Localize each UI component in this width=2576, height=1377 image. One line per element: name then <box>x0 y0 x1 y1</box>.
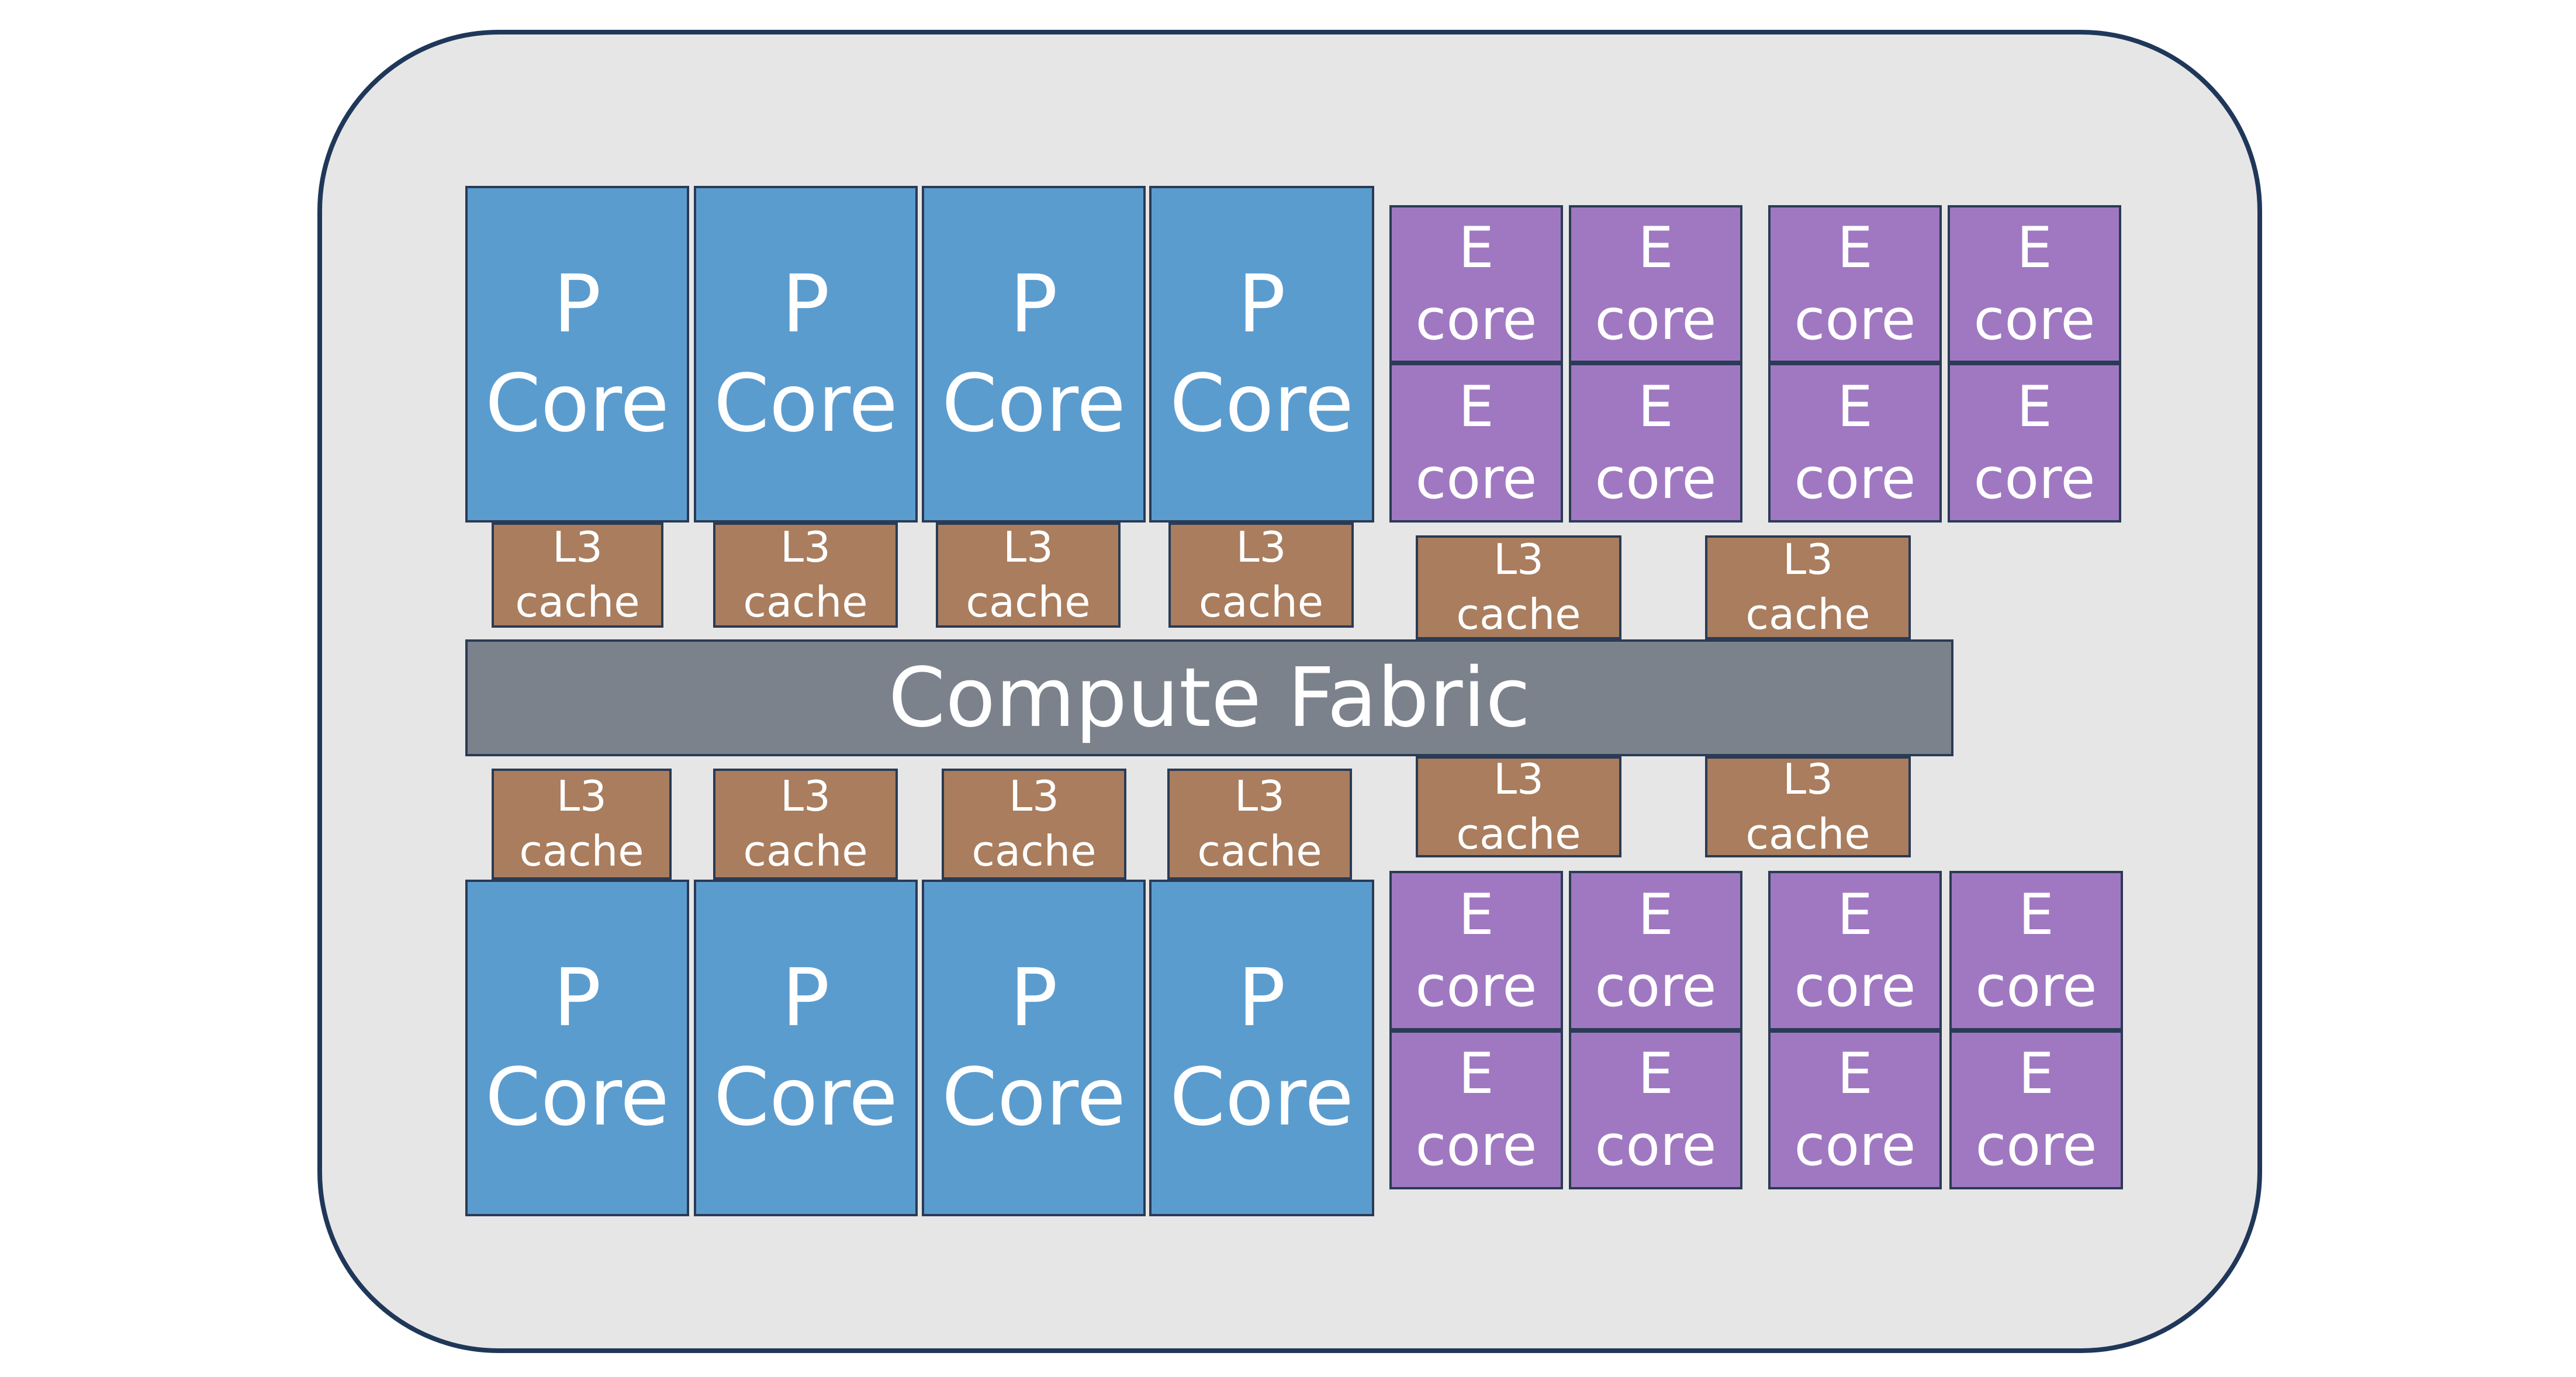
compute-fabric: Compute Fabric <box>465 639 1953 756</box>
